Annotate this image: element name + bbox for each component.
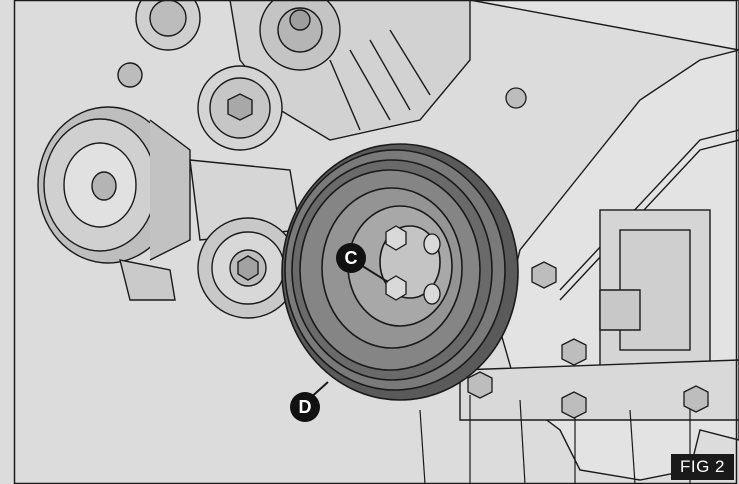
- callout-c: C: [336, 243, 366, 273]
- pulley-bolts: [385, 225, 441, 305]
- callout-d: D: [290, 392, 320, 422]
- engine-block: [459, 0, 739, 481]
- fan-clutch: [229, 0, 471, 141]
- crankshaft-pulley: [281, 143, 519, 401]
- hex-bolts: [467, 87, 709, 419]
- alternator-pulley: [37, 106, 191, 264]
- bracket: [119, 159, 301, 301]
- figure-label: FIG 2: [670, 454, 734, 480]
- tensioner-pulley: [197, 217, 299, 319]
- idler-pulleys-top: [117, 0, 283, 151]
